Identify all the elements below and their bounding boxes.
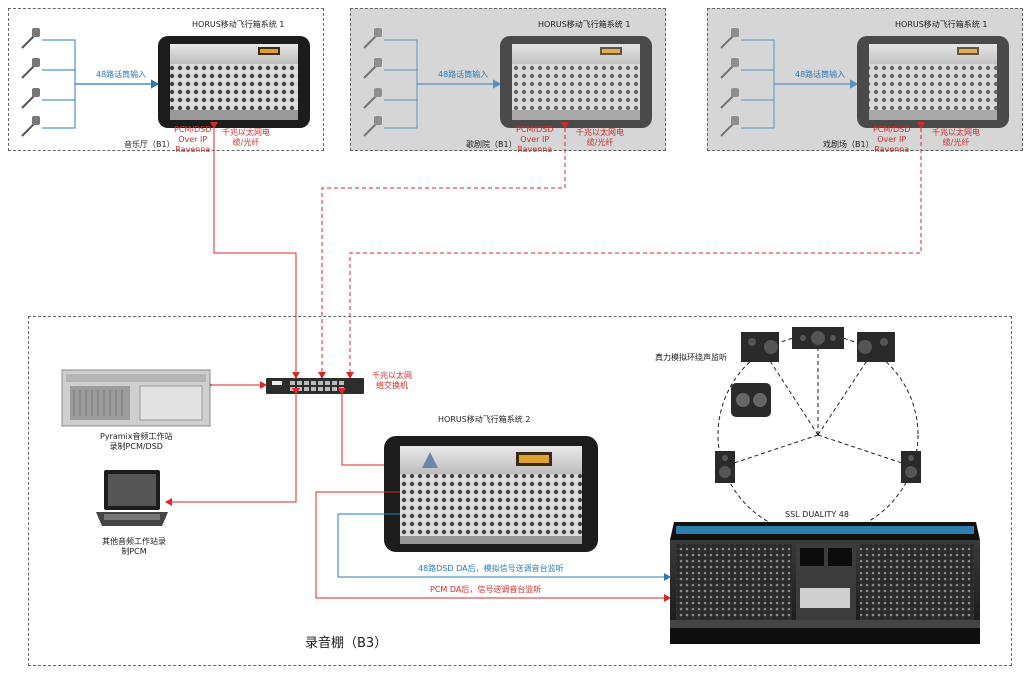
laptop-label: 其他音频工作站录制PCM (102, 537, 166, 556)
console-label: SSL DUALITY 48 (785, 510, 849, 519)
site3-input-label: 48路话筒输入 (795, 70, 846, 79)
pyramix-label: Pyramix音频工作站录制PCM/DSD (100, 432, 173, 451)
site1-room: 音乐厅（B1） (124, 140, 175, 149)
site2-input-label: 48路话筒输入 (438, 70, 489, 79)
site2-link: 千兆以太网电缆/光纤 (576, 128, 624, 147)
monitor-label: 真力模拟环绕声监听 (655, 353, 727, 362)
network-switch (266, 378, 364, 394)
site2-group (363, 28, 652, 137)
site-region-concert-hall (8, 8, 324, 151)
site1-link: 千兆以太网电缆/光纤 (222, 128, 270, 147)
microphone-icon (21, 28, 40, 137)
surround-monitor-layout (715, 327, 921, 536)
site3-link: 千兆以太网电缆/光纤 (932, 128, 980, 147)
site2-room: 歌剧院（B1） (466, 140, 517, 149)
pcm-path-label: PCM DA后，信号送调音台监听 (430, 585, 542, 594)
site3-group (720, 28, 1009, 137)
site3-room: 戏剧场（B1） (823, 140, 874, 149)
site3-title: HORUS移动飞行箱系统 1 (895, 20, 988, 29)
laptop-workstation (96, 470, 168, 526)
microphone-icon (720, 28, 739, 137)
site1-title: HORUS移动飞行箱系统 1 (192, 20, 285, 29)
speaker-icon (715, 327, 921, 483)
horus2-title: HORUS移动飞行箱系统 2 (438, 415, 531, 424)
ssl-console (670, 522, 980, 644)
pyramix-workstation (61, 369, 211, 427)
studio-label: 录音棚（B3） (305, 636, 388, 651)
site1-input-label: 48路话筒输入 (96, 70, 147, 79)
microphone-icon (363, 28, 382, 137)
switch-label: 千兆以太网络交换机 (372, 371, 412, 390)
subwoofer-icon (731, 383, 771, 417)
site2-title: HORUS移动飞行箱系统 1 (538, 20, 631, 29)
horus-case-1 (158, 36, 310, 128)
dsd-path-label: 48路DSD DA后，模拟信号送调音台监听 (418, 564, 564, 573)
horus-case-2 (384, 436, 598, 552)
horus-case-1-drama (857, 36, 1009, 128)
horus-case-1-opera (500, 36, 652, 128)
site1-group (21, 28, 310, 137)
